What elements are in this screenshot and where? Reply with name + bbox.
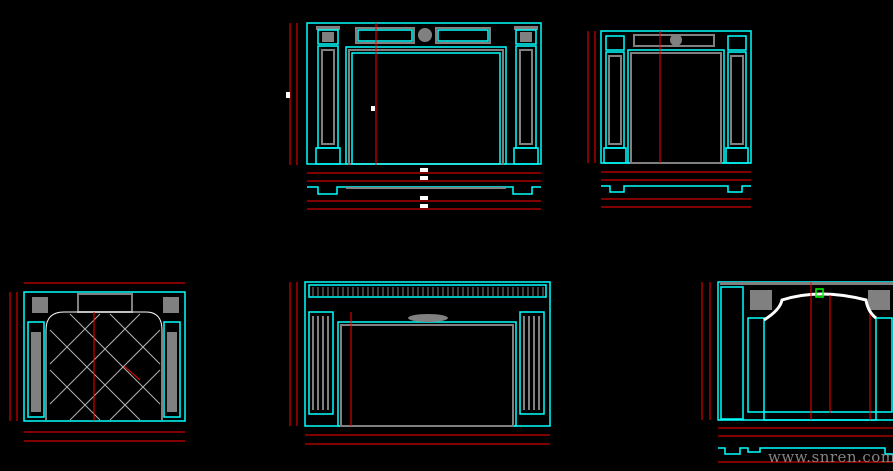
fireplace-elevation-3 [9, 282, 186, 442]
fireplace-elevation-2 [587, 30, 752, 208]
fireplace-elevation-1 [286, 22, 542, 210]
fireplace-elevation-5 [701, 281, 893, 463]
watermark-text: www.snren.com [768, 448, 893, 466]
fireplace-elevation-4 [289, 281, 551, 445]
